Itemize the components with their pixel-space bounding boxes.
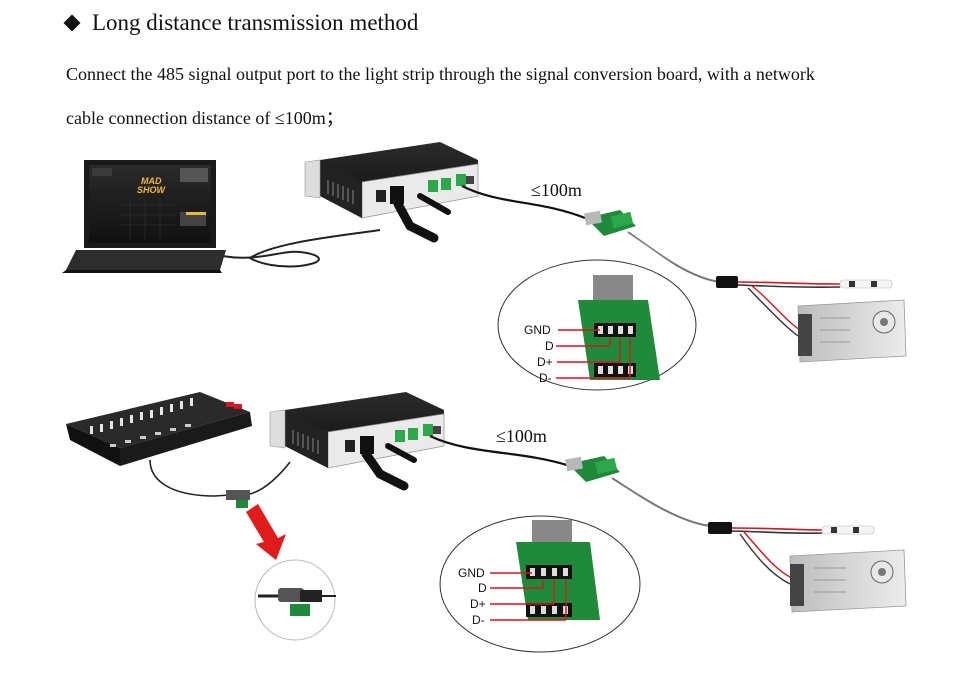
- pin-label-d: D: [545, 339, 554, 353]
- adapter-closeup: [254, 559, 336, 641]
- distance-label-2: ≤100m: [496, 426, 547, 446]
- controller-box-2: [269, 392, 445, 469]
- description-line-1: Connect the 485 signal output port to th…: [66, 64, 815, 84]
- dmx-console: [66, 392, 252, 466]
- laptop-brand-line1: MAD: [141, 176, 162, 186]
- pin-label-d-plus: D+: [537, 355, 553, 369]
- signal-conversion-board: [584, 210, 636, 236]
- power-supply: [797, 299, 907, 363]
- distance-label: ≤100m: [531, 180, 582, 200]
- controller-box: [304, 142, 479, 219]
- pin-label-d-minus-2: D-: [472, 613, 485, 627]
- red-arrow-icon: [246, 504, 286, 560]
- led-strip-2: [821, 525, 875, 535]
- pinout-board-closeup: [578, 275, 660, 380]
- power-supply-2: [789, 549, 907, 613]
- connector-plug-2: [708, 522, 732, 534]
- pin-label-gnd: GND: [524, 323, 551, 337]
- xlr-adapter: [226, 490, 250, 508]
- led-strip: [839, 279, 893, 289]
- laptop: MAD SHOW: [62, 160, 226, 273]
- heading-text: Long distance transmission method: [92, 10, 419, 35]
- pin-label-d-2: D: [478, 581, 487, 595]
- description-line-2: cable connection distance of ≤100m；: [66, 108, 344, 128]
- pin-label-gnd-2: GND: [458, 566, 485, 580]
- pinout-board-closeup-2: [516, 520, 600, 620]
- laptop-brand-line2: SHOW: [137, 185, 167, 195]
- connector-plug: [716, 276, 738, 288]
- signal-conversion-board-2: [565, 456, 620, 482]
- section-heading: Long distance transmission method: [63, 10, 419, 36]
- pin-label-d-minus: D-: [539, 371, 552, 385]
- pin-label-d-plus-2: D+: [470, 597, 486, 611]
